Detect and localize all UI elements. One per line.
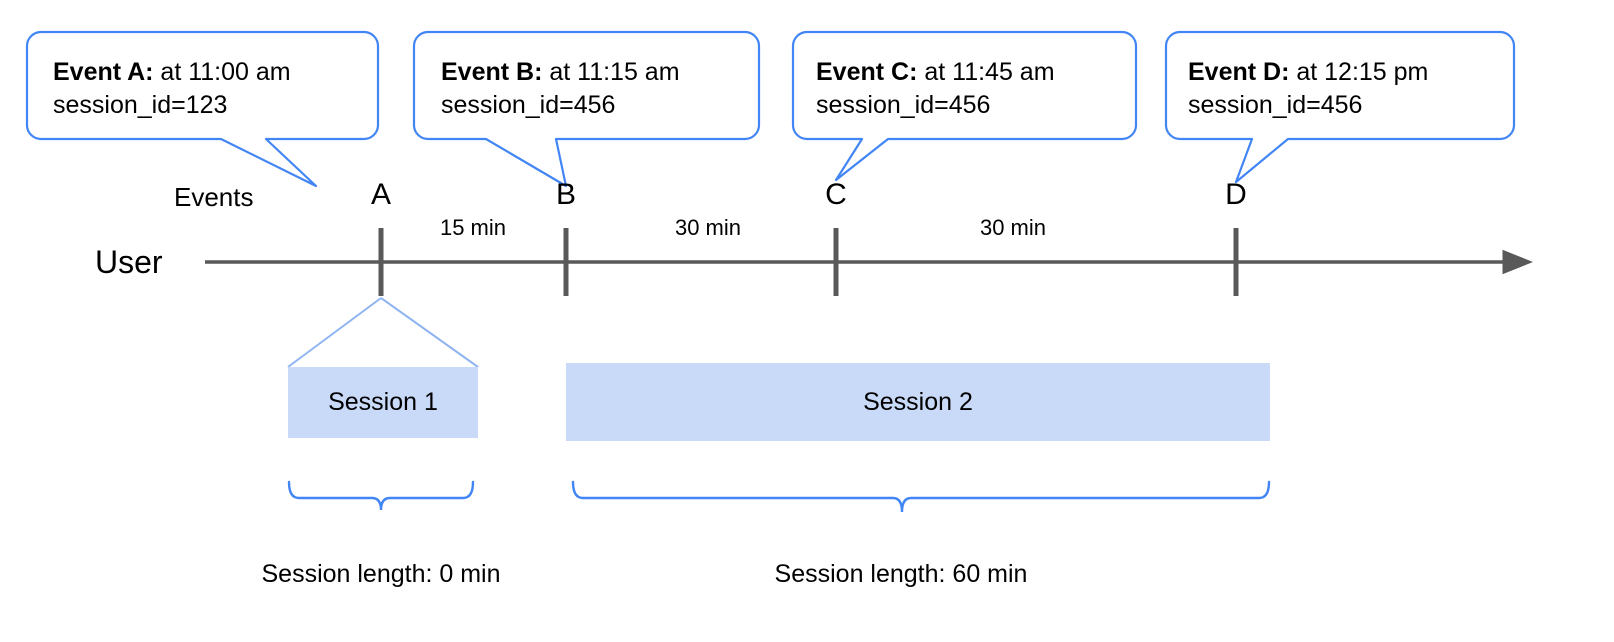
callout-a-bold: Event A:	[53, 58, 154, 86]
callout-bubble-event-d	[1164, 30, 1516, 184]
event-letter-b: B	[555, 178, 577, 211]
event-letter-d: D	[1225, 178, 1247, 211]
axis-caption-user: User	[95, 244, 163, 280]
event-letter-c: C	[825, 178, 847, 211]
callout-a-rest: at 11:00 am	[153, 58, 291, 86]
session-label-1: Session 1	[328, 388, 438, 416]
callout-bubble-event-c	[791, 30, 1138, 182]
callout-text-event-c: Event C: at 11:45 am session_id=456	[816, 56, 1055, 122]
events-caption: Events	[174, 182, 254, 212]
session1-connector	[287, 297, 479, 368]
brace-session-2	[571, 480, 1271, 513]
callout-b-rest: at 11:15 am	[542, 58, 680, 86]
session-length-label-2: Session length: 60 min	[774, 560, 1028, 588]
callout-text-event-b: Event B: at 11:15 am session_id=456	[441, 56, 680, 122]
callout-text-event-d: Event D: at 12:15 pm session_id=456	[1188, 56, 1428, 122]
session-length-label-1: Session length: 0 min	[261, 560, 501, 588]
session-bar-1	[288, 367, 478, 438]
event-letter-a: A	[370, 178, 392, 211]
callout-d-bold: Event D:	[1188, 58, 1290, 86]
callout-d-rest: at 12:15 pm	[1289, 58, 1429, 86]
callout-bubble-event-a	[25, 30, 380, 188]
gap-label-c-d: 30 min	[979, 215, 1047, 240]
callout-c-rest: at 11:45 am	[917, 58, 1055, 86]
gap-label-b-c: 30 min	[674, 215, 742, 240]
session-label-2: Session 2	[863, 388, 973, 416]
callout-text-event-a: Event A: at 11:00 am session_id=123	[53, 56, 291, 122]
session-bar-2	[566, 363, 1270, 441]
callout-a-line2: session_id=123	[53, 91, 228, 119]
callout-d-line2: session_id=456	[1188, 91, 1363, 119]
callout-b-line2: session_id=456	[441, 91, 616, 119]
brace-session-1	[287, 480, 475, 511]
callout-bubble-event-b	[412, 30, 761, 188]
callout-c-line2: session_id=456	[816, 91, 991, 119]
callout-b-bold: Event B:	[441, 58, 543, 86]
gap-label-a-b: 15 min	[439, 215, 507, 240]
callout-c-bold: Event C:	[816, 58, 918, 86]
